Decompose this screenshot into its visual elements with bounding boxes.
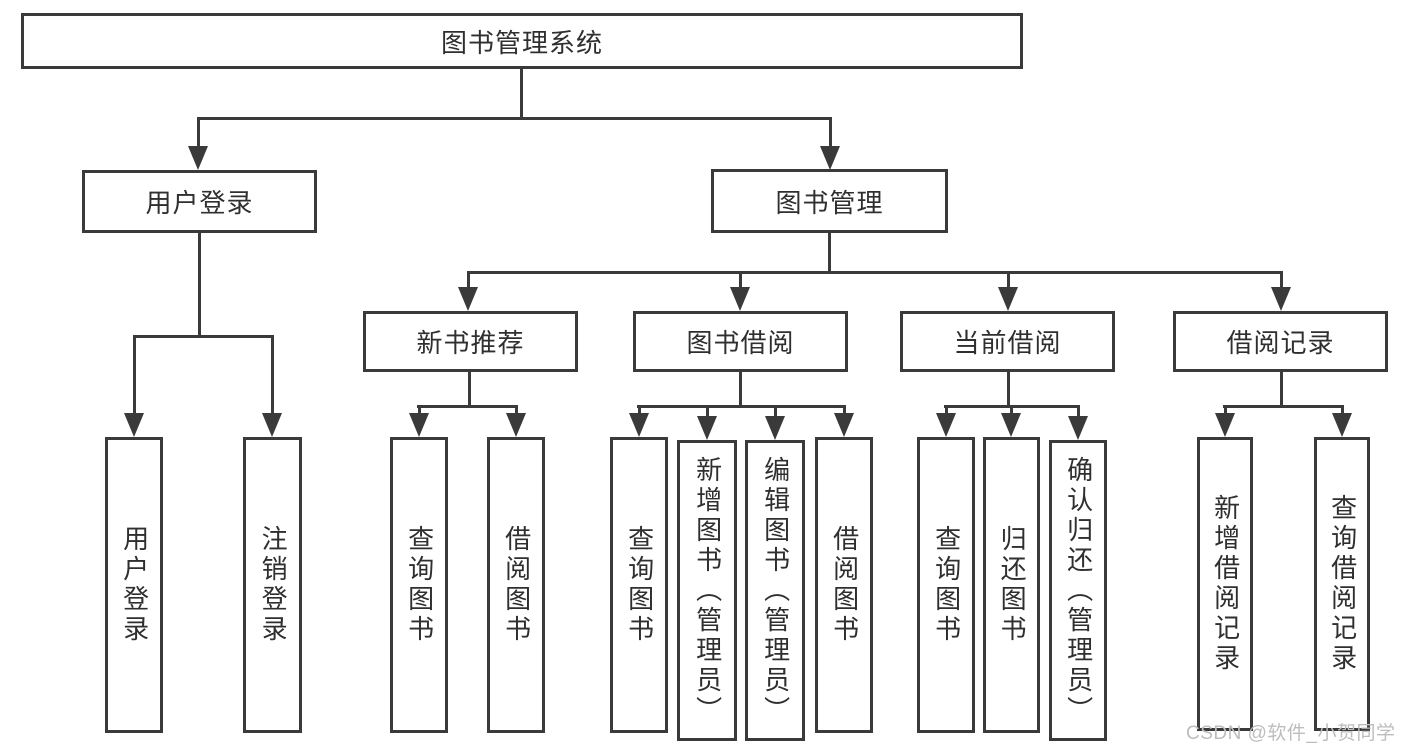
connector-drop-module [1007,271,1010,290]
leaf-add-borrow-record: 新增借阅记录 [1197,437,1253,731]
arrow-down-icon [998,287,1018,311]
connector-user-branch-hline [133,335,274,338]
leaf-query-borrow-record: 查询借阅记录 [1314,437,1370,731]
connector-drop-leaf [1077,405,1080,419]
leaf-add-borrow-record-label: 新增借阅记录 [1210,494,1241,674]
leaf-add-books-admin-label: 新增图书（管理员） [692,455,723,726]
connector-drop-module [467,271,470,290]
arrow-down-icon [936,413,956,437]
connector-drop-module [739,271,742,290]
leaf-logout-login-label: 注销登录 [258,525,289,645]
arrow-down-icon [188,146,208,170]
leaf-return-books-label: 归还图书 [997,525,1028,645]
leaf-borrow-books-borrowing-label: 借阅图书 [829,525,860,645]
connector-drop-leaf [271,335,274,417]
arrow-down-icon [730,287,750,311]
node-root-label: 图书管理系统 [440,27,603,58]
leaf-borrow-books-borrowing: 借阅图书 [815,437,873,733]
connector-borrowing-hline [637,405,846,408]
node-book-management-label: 图书管理 [775,187,884,218]
connector-drop-leaf [1224,405,1227,419]
node-book-borrowing: 图书借阅 [633,311,848,372]
connector-level1-hline [197,117,832,120]
arrow-down-icon [1215,413,1235,437]
connector-root-stem [520,69,523,118]
connector-drop-leaf [774,405,777,419]
node-new-book-recommend-label: 新书推荐 [416,328,525,358]
connector-records-hline [1223,405,1344,408]
connector-drop-module [1280,271,1283,290]
leaf-return-books: 归还图书 [983,437,1040,733]
arrow-down-icon [834,413,854,437]
arrow-down-icon [765,416,785,440]
leaf-edit-books-admin-label: 编辑图书（管理员） [760,455,791,726]
connector-borrowing-stem [739,372,742,407]
node-borrowing-records: 借阅记录 [1173,311,1388,372]
node-user-login: 用户登录 [82,170,317,233]
arrow-down-icon [629,413,649,437]
arrow-down-icon [458,287,478,311]
node-book-borrowing-label: 图书借阅 [686,328,795,358]
connector-drop-leaf [706,405,709,419]
leaf-query-books-borrowing: 查询图书 [610,437,668,733]
connector-current-stem [1007,372,1010,407]
arrow-down-icon [697,416,717,440]
arrow-down-icon [262,413,282,437]
leaf-query-books-recommend: 查询图书 [390,437,448,733]
arrow-down-icon [820,146,840,170]
leaf-query-books-borrowing-label: 查询图书 [624,525,655,645]
connector-recommend-stem [468,372,471,407]
connector-drop-leaf [1010,405,1013,419]
leaf-logout-login: 注销登录 [243,437,302,733]
leaf-confirm-return-admin-label: 确认归还（管理员） [1063,455,1094,726]
arrow-down-icon [409,413,429,437]
arrow-down-icon [1271,287,1291,311]
connector-drop-leaf [843,405,846,419]
connector-drop-leaf [1341,405,1344,419]
node-book-management: 图书管理 [711,169,948,233]
node-user-login-label: 用户登录 [145,188,254,218]
arrow-down-icon [1001,413,1021,437]
arrow-down-icon [1068,416,1088,440]
connector-level3-hline [467,271,1283,274]
leaf-edit-books-admin: 编辑图书（管理员） [745,440,805,741]
node-current-borrowing: 当前借阅 [900,311,1115,372]
leaf-add-books-admin: 新增图书（管理员） [677,440,737,741]
node-borrowing-records-label: 借阅记录 [1226,328,1335,358]
arrow-down-icon [124,413,144,437]
connector-user-login-stem [198,233,201,337]
leaf-query-books-recommend-label: 查询图书 [404,525,435,645]
connector-drop-leaf [515,405,518,419]
node-new-book-recommend: 新书推荐 [363,311,578,372]
connector-drop-book-management [829,117,832,150]
leaf-query-books-current-label: 查询图书 [931,525,962,645]
leaf-confirm-return-admin: 确认归还（管理员） [1049,440,1107,741]
connector-drop-user-login [197,117,200,150]
leaf-borrow-books-recommend: 借阅图书 [487,437,545,733]
connector-drop-leaf [418,405,421,419]
arrow-down-icon [506,413,526,437]
leaf-user-login: 用户登录 [105,437,163,733]
csdn-watermark: CSDN @软件_小贺同学 [1186,723,1396,744]
leaf-query-books-current: 查询图书 [917,437,975,733]
arrow-down-icon [1332,413,1352,437]
node-root: 图书管理系统 [21,13,1023,69]
connector-drop-leaf [638,405,641,419]
connector-book-management-stem [828,232,831,272]
node-current-borrowing-label: 当前借阅 [953,328,1062,358]
leaf-query-borrow-record-label: 查询借阅记录 [1327,494,1358,674]
leaf-user-login-label: 用户登录 [119,525,150,645]
leaf-borrow-books-recommend-label: 借阅图书 [501,525,532,645]
connector-records-stem [1280,372,1283,407]
connector-recommend-hline [417,405,518,408]
connector-drop-leaf [133,335,136,417]
connector-drop-leaf [945,405,948,419]
